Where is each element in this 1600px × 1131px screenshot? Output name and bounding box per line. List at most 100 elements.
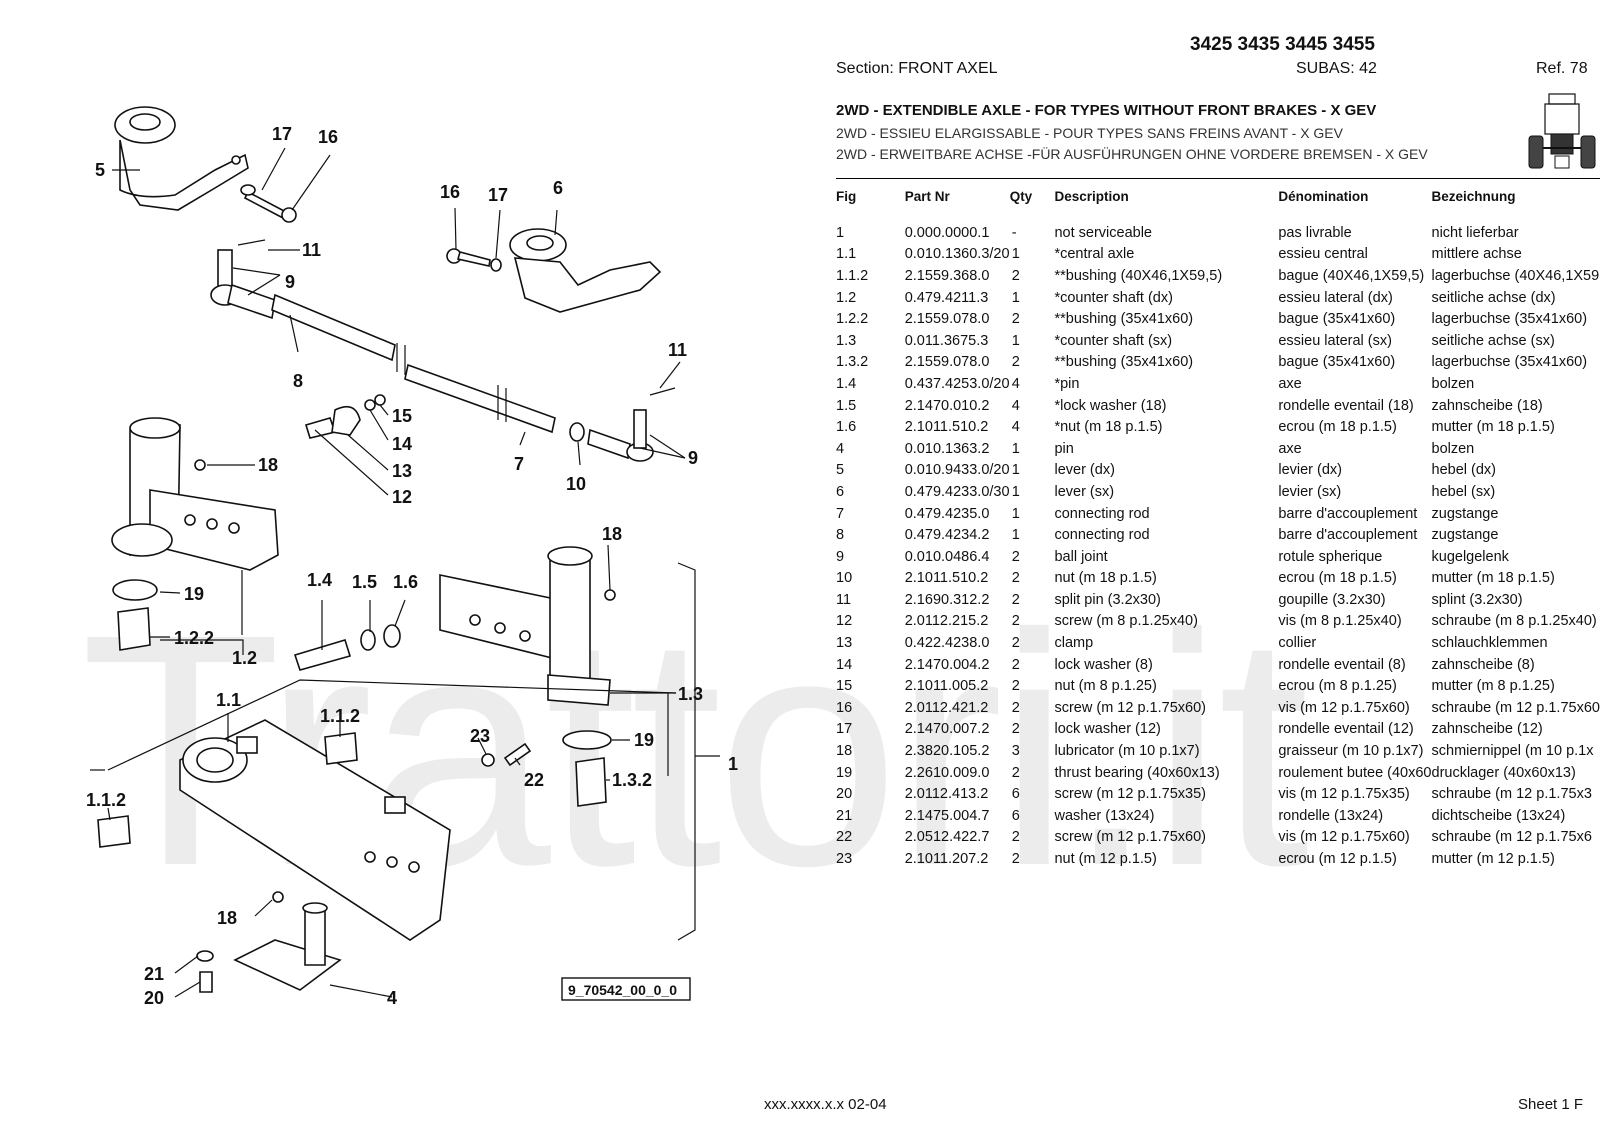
table-header-row: Fig Part Nr Qty Description Dénomination… (836, 184, 1600, 208)
cell-part-nr: 0.010.0486.4 (904, 548, 990, 565)
thrust-bearing-19b (562, 730, 612, 750)
cell-qty: 3 (1011, 743, 1020, 760)
cell-qty: 2 (1011, 764, 1020, 781)
col-bezeichnung: Bezeichnung (1431, 188, 1516, 204)
callout-13: 13 (392, 461, 412, 481)
cell-qty: 6 (1011, 807, 1020, 824)
cell-fig: 13 (836, 635, 853, 652)
cell-qty: 2 (1011, 851, 1020, 868)
cell-fig: 14 (836, 656, 853, 673)
cell-bezeichnung: dichtscheibe (13x24) (1431, 807, 1566, 824)
cell-bezeichnung: mutter (m 18 p.1.5) (1431, 419, 1555, 436)
pin-1-4 (293, 639, 352, 671)
cell-fig: 19 (836, 764, 853, 781)
model-numbers: 3425 3435 3445 3455 (1190, 34, 1375, 55)
cell-description: nut (m 12 p.1.5) (1054, 851, 1157, 868)
cell-qty: 2 (1011, 635, 1020, 652)
cell-fig: 10 (836, 570, 853, 587)
cell-denomination: axe (1278, 440, 1302, 457)
cell-qty: 2 (1011, 570, 1020, 587)
cell-bezeichnung: schraube (m 12 p.1.75x6 (1431, 829, 1592, 846)
cell-qty: 1 (1011, 505, 1020, 522)
cell-denomination: barre d'accouplement (1278, 527, 1418, 544)
cell-denomination: rotule spherique (1278, 548, 1383, 565)
ref-code: 9_70542_00_0_0 (568, 982, 677, 998)
cell-qty: 1 (1011, 483, 1020, 500)
callout-9a: 9 (285, 272, 295, 292)
cell-denomination: ecrou (m 8 p.1.25) (1278, 678, 1397, 695)
cell-bezeichnung: schraube (m 12 p.1.75x60 (1431, 699, 1600, 716)
cell-part-nr: 2.1011.207.2 (904, 851, 989, 868)
callout-4: 4 (387, 988, 397, 1008)
callout-20: 20 (144, 988, 164, 1008)
cell-fig: 1.1.2 (836, 267, 869, 284)
table-spacer (836, 208, 1600, 222)
cell-denomination: essieu central (1278, 246, 1368, 263)
cell-part-nr: 0.479.4234.2 (904, 527, 990, 544)
cell-description: nut (m 18 p.1.5) (1054, 570, 1157, 587)
cell-description: *central axle (1054, 246, 1135, 263)
cell-part-nr: 0.479.4235.0 (904, 505, 990, 522)
cell-bezeichnung: kugelgelenk (1431, 548, 1509, 565)
cell-fig: 1.3 (836, 332, 857, 349)
cell-denomination: vis (m 12 p.1.75x60) (1278, 829, 1410, 846)
cell-bezeichnung: zahnscheibe (8) (1431, 656, 1535, 673)
connecting-rod-8 (271, 293, 396, 362)
nut-23 (481, 753, 495, 767)
clamp-13 (331, 405, 361, 436)
callout-1-5: 1.5 (352, 572, 377, 592)
cell-qty: 2 (1011, 311, 1020, 328)
split-pin-11b (649, 387, 676, 396)
cell-description: split pin (3.2x30) (1054, 591, 1161, 608)
cell-part-nr: 0.011.3675.3 (904, 332, 989, 349)
cell-denomination: levier (dx) (1278, 462, 1342, 479)
lock-washer-1-5 (360, 629, 376, 651)
cell-part-nr: 0.437.4253.0/20 (904, 375, 1010, 392)
cell-part-nr: 2.1470.007.2 (904, 721, 990, 738)
cell-qty: 6 (1011, 786, 1020, 803)
cell-description: connecting rod (1054, 505, 1150, 522)
cell-bezeichnung: bolzen (1431, 440, 1475, 457)
cell-part-nr: 0.010.1363.2 (904, 440, 990, 457)
ref-label: Ref. 78 (1536, 60, 1588, 77)
cell-qty: 2 (1011, 699, 1020, 716)
subas-label: SUBAS: 42 (1296, 60, 1377, 77)
callout-9b: 9 (688, 448, 698, 468)
pin-4 (233, 902, 342, 991)
cell-fig: 22 (836, 829, 853, 846)
cell-qty: 2 (1011, 267, 1020, 284)
callout-1-4: 1.4 (307, 570, 332, 590)
cell-bezeichnung: splint (3.2x30) (1431, 591, 1523, 608)
callout-18a: 18 (258, 455, 278, 475)
cell-part-nr: 2.1690.312.2 (904, 591, 990, 608)
cell-part-nr: 0.010.9433.0/20 (904, 462, 1010, 479)
cell-part-nr: 2.0112.413.2 (904, 786, 989, 803)
col-denomination: Dénomination (1278, 188, 1369, 204)
cell-part-nr: 2.0112.215.2 (904, 613, 989, 630)
cell-bezeichnung: nicht lieferbar (1431, 224, 1519, 241)
cell-description: screw (m 12 p.1.75x35) (1054, 786, 1206, 803)
callout-1-3-2: 1.3.2 (612, 770, 652, 790)
cell-fig: 1.4 (836, 375, 857, 392)
lever-5 (114, 106, 249, 211)
callout-1-1-2b: 1.1.2 (86, 790, 126, 810)
cell-bezeichnung: seitliche achse (sx) (1431, 332, 1555, 349)
bushing-1-1-2a (324, 732, 358, 765)
cell-qty: 1 (1011, 332, 1020, 349)
cell-fig: 23 (836, 851, 853, 868)
cell-part-nr: 2.3820.105.2 (904, 743, 990, 760)
cell-description: *counter shaft (sx) (1054, 332, 1173, 349)
cell-description: thrust bearing (40x60x13) (1054, 764, 1220, 781)
cell-qty: 2 (1011, 829, 1020, 846)
